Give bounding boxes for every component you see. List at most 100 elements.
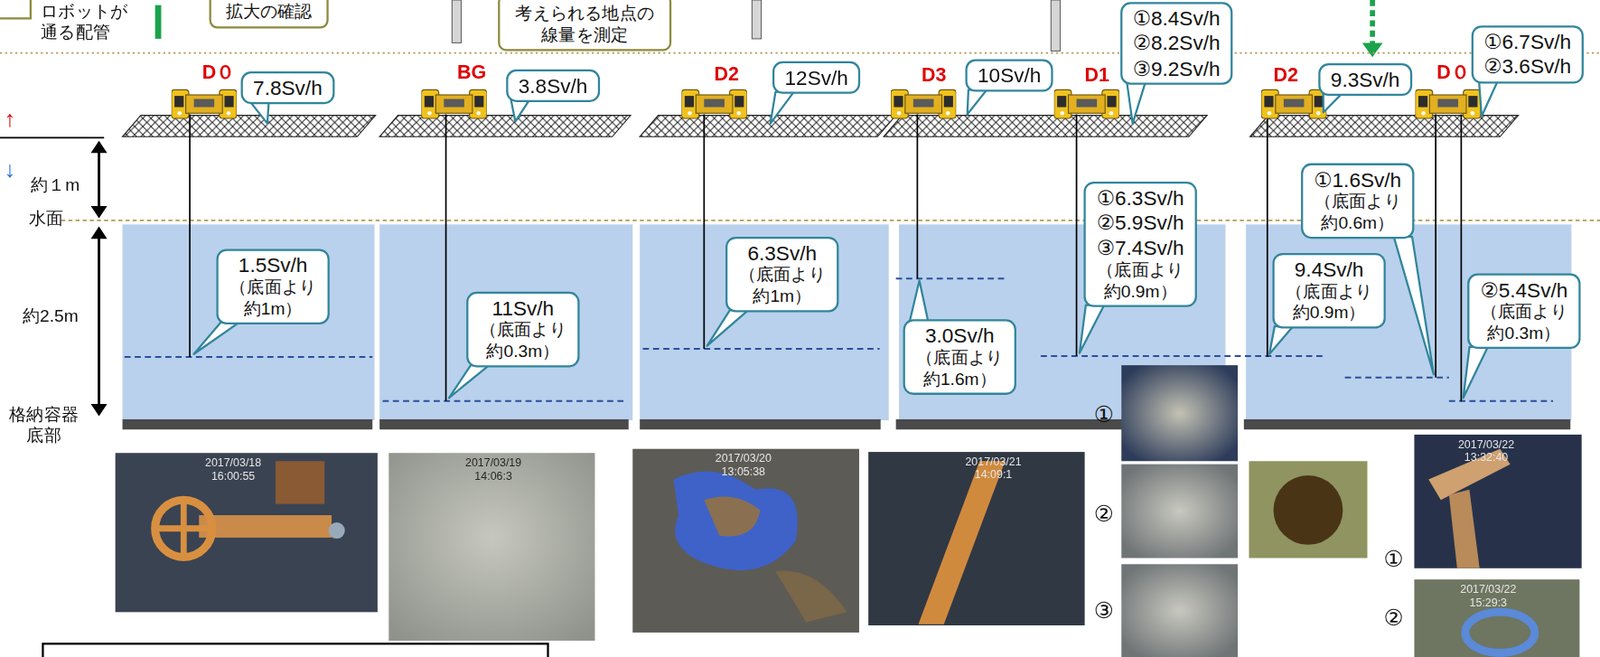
label-holder: 2017/03/22 13:32:40 [1457,437,1516,464]
dose-callout: 12Sv/h [772,61,861,95]
timestamp: 2017/03/21 14:09:1 [963,454,1022,481]
label-holder: D3 [921,64,946,87]
dose-callout: ①6.3Sv/h②5.9Sv/h③7.4Sv/h（底面より 約0.9m） [1083,181,1197,307]
label-holder: ↓ [4,157,16,184]
dose-value: ①8.4Sv/h [1132,6,1221,32]
robot-position: D3 [921,64,946,87]
timestamp: 2017/03/19 14:06:3 [464,456,523,483]
depth-note: （底面より 約0.3m） [478,320,568,364]
dose-callout: ②5.4Sv/h（底面より 約0.3m） [1467,273,1581,349]
label-holder: D０ [1436,61,1470,85]
dose-value: ①6.7Sv/h [1483,29,1572,56]
depth-note: （底面より 約0.3m） [1479,302,1569,346]
dose-callout: 9.4Sv/h（底面より 約0.9m） [1272,252,1385,328]
dose-value: 9.3Sv/h [1330,67,1401,94]
dose-value: 6.3Sv/h [738,240,827,266]
label-holder: 2017/03/21 14:09:1 [963,454,1022,481]
callout-tail [1323,93,1342,113]
robot-position: D2 [714,63,740,86]
label-holder: ③ [1094,598,1114,625]
dose-value: ②8.2Sv/h [1132,30,1221,57]
callout-tail [1126,82,1145,123]
label-holder: D０ [202,61,236,85]
timestamp: 2017/03/20 13:05:38 [714,451,773,478]
label-holder: ① [1094,402,1114,429]
label-holder: ② [1384,604,1404,631]
dose-value: ②5.4Sv/h [1479,277,1569,303]
robot-position: D０ [202,61,236,85]
timestamp: 2017/03/22 15:29:3 [1459,582,1517,609]
dose-value: 9.4Sv/h [1284,256,1374,282]
robot-position: D０ [1436,61,1470,85]
label-holder: BG [457,61,487,85]
annotation: ② [1384,604,1404,631]
label-holder: 水面 [28,208,64,229]
legend-text: ロボットが 通る配管 [40,1,130,42]
note-text: 考えられる地点の 線量を測定 [514,4,655,47]
dose-value: 12Sv/h [785,65,849,91]
dose-callout: 9.3Sv/h [1318,63,1413,97]
annotation: ① [1384,545,1404,572]
annotation: ② [1094,500,1114,527]
note-box: 拡大の確認 [209,0,329,29]
annotation: ① [1094,402,1114,429]
legend-entry: ロボットが 通る配管 [40,1,130,42]
label-holder: 2017/03/19 14:06:3 [464,456,523,483]
annotation: ↑ [4,105,16,132]
dose-value: ③7.4Sv/h [1095,235,1185,262]
annotation: 格納容器 底部 [8,404,80,445]
dose-callout: 3.0Sv/h（底面より 約1.6m） [903,318,1017,394]
dose-value: ①1.6Sv/h [1313,167,1403,193]
label-holder: ↑ [4,105,16,132]
label-holder: 2017/03/20 13:05:38 [714,451,773,478]
callout-tail [909,280,928,321]
callout-tail [1079,305,1105,354]
label-holder: 2017/03/18 16:00:55 [204,456,262,483]
dose-value: 3.0Sv/h [915,323,1004,349]
dose-callout: 11Sv/h（底面より 約0.3m） [466,291,580,367]
label-holder: 格納容器 底部 [8,404,80,445]
depth-note: （底面より 約1.6m） [915,347,1004,391]
depth-note: （底面より 約0.9m） [1284,281,1374,325]
dose-value: 1.5Sv/h [228,252,318,279]
dose-value: ②5.9Sv/h [1095,210,1185,236]
dose-value: ③9.2Sv/h [1132,56,1221,82]
robot-position: D2 [1273,64,1299,87]
robot-position: BG [457,61,487,85]
depth-note: （底面より 約0.9m） [1095,260,1185,303]
dose-callout: 7.8Sv/h [241,71,336,105]
label-holder: D1 [1085,64,1110,87]
label-holder: 約１m [30,175,80,196]
callout-tail [250,102,269,124]
label-holder: 2017/03/22 15:29:3 [1459,582,1517,609]
callout-tail [449,364,489,398]
dose-callout: ①6.7Sv/h②3.6Sv/h [1471,25,1584,84]
dose-value: 10Sv/h [977,63,1041,89]
callout-tail [770,92,795,124]
dose-callout: 6.3Sv/h（底面より 約1m） [725,236,839,312]
dose-value: ②3.6Sv/h [1483,54,1572,80]
annotation: 水面 [28,208,64,229]
annotation: ↓ [4,157,16,184]
annotation: 約１m [30,175,80,196]
dose-value: 3.8Sv/h [518,73,589,99]
dose-callout: ①8.4Sv/h②8.2Sv/h③9.2Sv/h [1120,1,1233,85]
depth-note: （底面より 約0.6m） [1313,192,1403,235]
callout-tail [967,89,988,114]
dose-callout: ①1.6Sv/h（底面より 約0.6m） [1300,163,1414,239]
annotation: 約2.5m [22,306,79,327]
robot-position: D1 [1085,64,1110,87]
label-holder: ② [1094,500,1114,527]
callout-tail [194,322,240,355]
callout-tail [1394,236,1434,375]
depth-note: （底面より 約1m） [738,265,827,309]
label-holder: D2 [1273,64,1299,87]
callout-tail [707,309,749,347]
timestamp: 2017/03/22 13:32:40 [1457,437,1516,464]
annotation: ③ [1094,598,1114,625]
dose-value: ①6.3Sv/h [1095,185,1185,211]
timestamp: 2017/03/18 16:00:55 [204,456,262,483]
dose-value: 11Sv/h [478,295,568,321]
dose-callout: 3.8Sv/h [505,69,600,103]
